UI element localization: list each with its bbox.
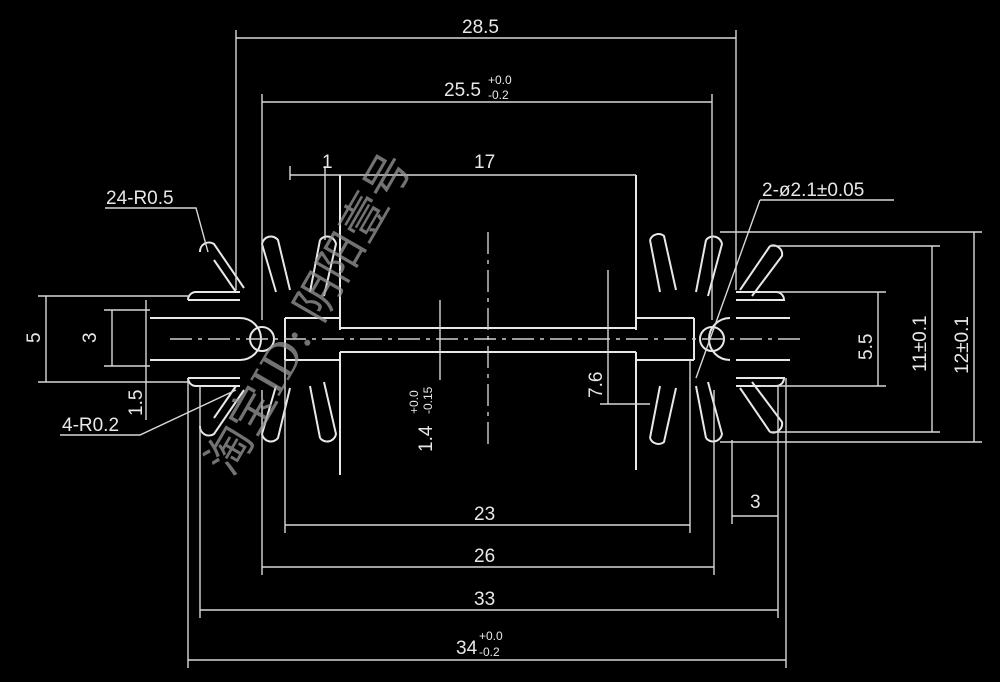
dim-25-5: 25.5: [444, 80, 481, 101]
dim-7-6: 7.6: [586, 372, 607, 398]
dim-34-tol-plus: +0.0: [479, 629, 503, 643]
dim-33: 33: [474, 589, 495, 610]
dim-25-5-tol-minus: -0.2: [488, 88, 509, 102]
dim-5: 5: [24, 332, 45, 343]
dim-34: 34: [456, 638, 478, 659]
dim-17: 17: [474, 152, 495, 173]
dim-3-left: 3: [80, 332, 101, 343]
dim-34-tol-minus: -0.2: [479, 645, 500, 659]
dim-hole-callout: 2-ø2.1±0.05: [762, 180, 864, 201]
dimension-labels: 28.5 25.5 +0.0 -0.2 17 1 24-R0.5 2-ø2.1±…: [24, 17, 973, 659]
dim-1-4-tol-plus: +0.0: [407, 390, 421, 414]
dim-28-5: 28.5: [462, 17, 499, 38]
dim-root-radius: 4-R0.2: [62, 415, 119, 436]
dim-1: 1: [322, 152, 333, 173]
dim-12: 12±0.1: [952, 316, 973, 374]
dim-26: 26: [474, 546, 495, 567]
dim-1-4-tol-minus: -0.15: [421, 386, 435, 414]
dim-25-5-tol-plus: +0.0: [488, 73, 512, 87]
dim-3-right: 3: [750, 492, 761, 513]
watermark: 淘宝ID: 阴阳壹号: [195, 144, 422, 484]
dim-fin-radius: 24-R0.5: [106, 188, 174, 209]
dim-23: 23: [474, 504, 495, 525]
dim-5-5: 5.5: [856, 334, 877, 360]
dim-1-5: 1.5: [126, 390, 147, 416]
dim-1-4: 1.4: [416, 425, 437, 452]
dim-11: 11±0.1: [910, 315, 931, 372]
center-lines: [170, 232, 800, 448]
dimension-lines: [38, 30, 982, 668]
